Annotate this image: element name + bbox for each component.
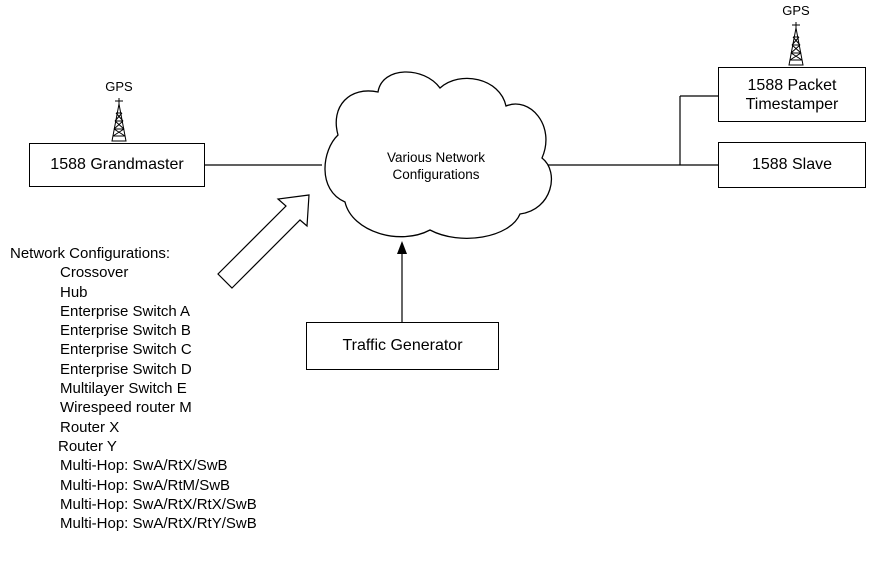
config-item: Multi-Hop: SwA/RtM/SwB bbox=[60, 476, 231, 494]
cloud-label: Various Network Configurations bbox=[356, 149, 516, 183]
config-item: Enterprise Switch D bbox=[60, 360, 192, 378]
config-item: Enterprise Switch B bbox=[60, 322, 191, 340]
config-item: Wirespeed router M bbox=[60, 399, 192, 417]
slave-box: 1588 Slave bbox=[718, 142, 866, 188]
config-item: Multi-Hop: SwA/RtX/RtX/SwB bbox=[60, 495, 257, 513]
config-item: Multi-Hop: SwA/RtX/SwB bbox=[60, 457, 228, 475]
gps-label-left: GPS bbox=[105, 79, 133, 94]
cloud-label-line1: Various Network bbox=[386, 150, 486, 165]
config-item: Router X bbox=[60, 418, 120, 436]
timestamper-box: 1588 Packet Timestamper bbox=[718, 67, 866, 122]
config-item: Multilayer Switch E bbox=[60, 380, 187, 398]
gps-label-right: GPS bbox=[782, 3, 810, 18]
grandmaster-box: 1588 Grandmaster bbox=[29, 143, 205, 187]
network-configurations-list: Network Configurations: Crossover Hub En… bbox=[10, 244, 257, 533]
config-item: Multi-Hop: SwA/RtX/RtY/SwB bbox=[60, 515, 257, 533]
slave-label: 1588 Slave bbox=[751, 156, 833, 173]
arrowhead-into-cloud bbox=[397, 241, 407, 254]
traffic-generator-box: Traffic Generator bbox=[306, 322, 499, 370]
grandmaster-label: 1588 Grandmaster bbox=[50, 156, 184, 173]
traffic-generator-label: Traffic Generator bbox=[342, 337, 463, 354]
cloud-label-line2: Configurations bbox=[392, 167, 480, 182]
config-pointer-arrow bbox=[217, 194, 310, 289]
gps-tower-left bbox=[111, 98, 127, 142]
network-cloud bbox=[324, 71, 552, 239]
config-item: Crossover bbox=[60, 264, 129, 282]
config-item: Enterprise Switch C bbox=[60, 341, 192, 359]
gps-tower-right bbox=[788, 22, 804, 66]
config-item: Hub bbox=[60, 283, 88, 301]
network-configurations-title: Network Configurations: bbox=[10, 245, 171, 262]
config-item: Router Y bbox=[58, 437, 117, 455]
config-item: Enterprise Switch A bbox=[60, 302, 191, 320]
timestamper-label-line2: Timestamper bbox=[745, 95, 839, 113]
timestamper-label-line1: 1588 Packet bbox=[747, 76, 837, 94]
network-configurations-items: Crossover Hub Enterprise Switch A Enterp… bbox=[10, 263, 257, 533]
